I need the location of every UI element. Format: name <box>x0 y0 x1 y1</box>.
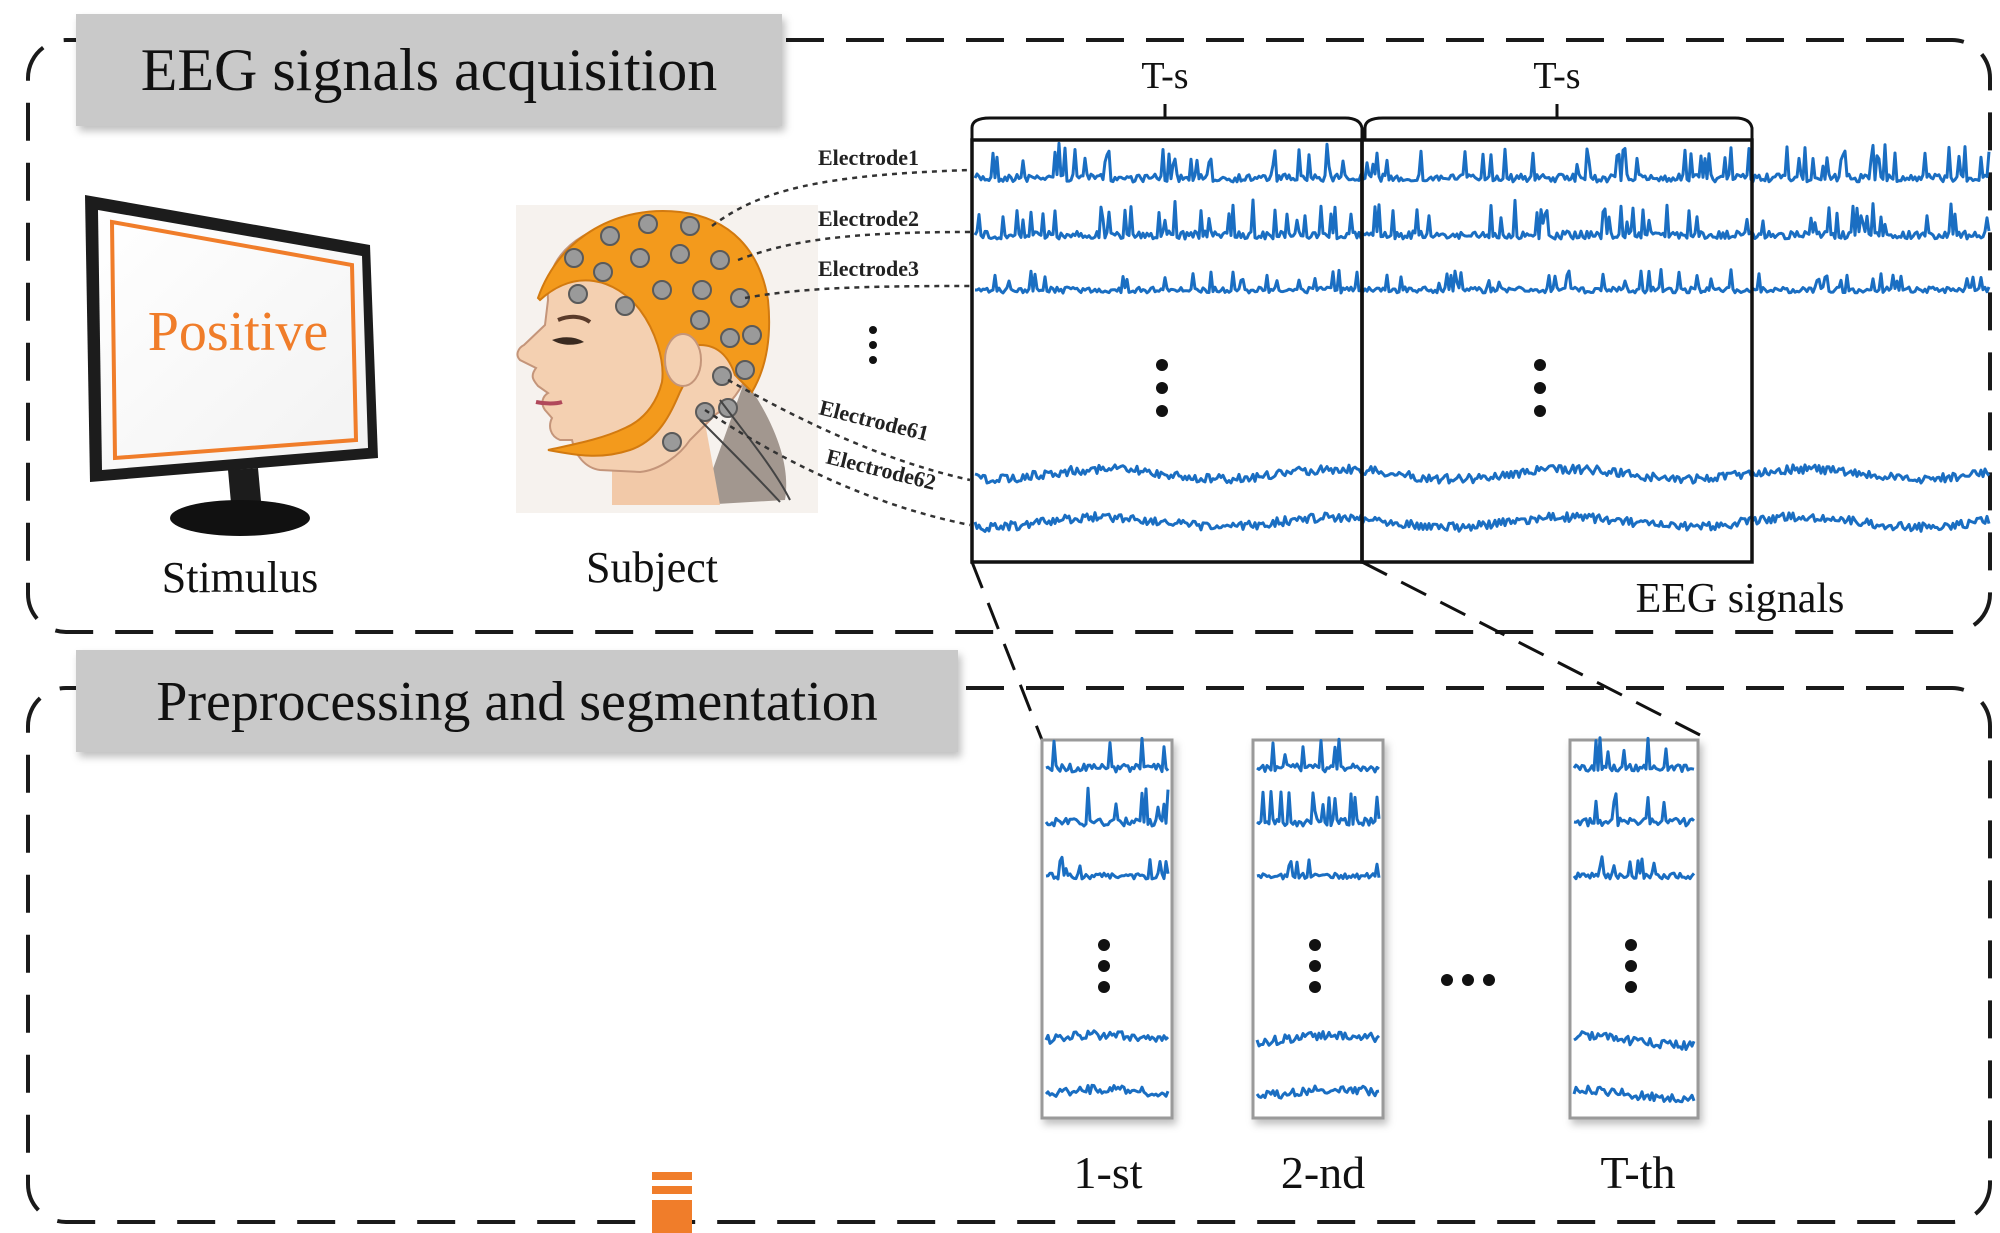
eeg-trace <box>974 463 1991 485</box>
stimulus-screen-text: Positive <box>148 301 328 363</box>
window-brace-1 <box>970 104 1364 140</box>
segmentation-title: Preprocessing and segmentation <box>156 671 878 733</box>
eeg-signals-label: EEG signals <box>1636 576 1845 622</box>
stimulus-label: Stimulus <box>162 553 319 602</box>
subject-head-icon <box>516 205 818 513</box>
segment-label-3: T-th <box>1601 1147 1676 1198</box>
horizontal-ellipsis-icon <box>1441 974 1495 986</box>
segment-panels <box>1040 736 1700 1120</box>
segment-panel-2 <box>1251 738 1385 1120</box>
eeg-trace <box>1572 1084 1696 1104</box>
eeg-trace <box>1045 855 1170 881</box>
monitor-icon: Positive <box>85 195 378 536</box>
electrode-label-1: Electrode1 <box>818 145 919 170</box>
acquisition-header: EEG signals acquisition <box>76 14 782 126</box>
eeg-trace <box>1573 792 1696 828</box>
signal-window-2 <box>1360 138 1754 564</box>
vertical-ellipsis-icon <box>1534 359 1546 417</box>
window-label-1: T-s <box>1141 55 1188 97</box>
bottom-marker <box>652 1172 692 1233</box>
eeg-trace <box>1044 1029 1170 1045</box>
eeg-trace <box>973 141 1991 184</box>
eeg-trace <box>975 268 1991 295</box>
electrode-connectors <box>704 168 971 527</box>
zoom-projection-lines <box>970 560 1701 741</box>
eeg-trace <box>1572 736 1695 773</box>
eeg-trace <box>1256 790 1381 828</box>
vertical-ellipsis-icon <box>1156 359 1168 417</box>
window-label-2: T-s <box>1533 55 1580 97</box>
electrode-label-3: Electrode3 <box>818 256 919 281</box>
eeg-trace <box>1044 786 1170 828</box>
eeg-trace <box>1573 1030 1696 1051</box>
acquisition-title: EEG signals acquisition <box>141 37 718 103</box>
eeg-trace <box>1256 737 1380 774</box>
eeg-trace <box>1255 1084 1380 1100</box>
segment-panel-3 <box>1568 738 1700 1120</box>
eeg-trace <box>1572 855 1696 881</box>
electrode-label-62: Electrode62 <box>824 444 939 495</box>
segment-label-2: 2-nd <box>1281 1147 1365 1198</box>
electrode-label-61: Electrode61 <box>817 395 932 446</box>
vertical-ellipsis-icon <box>1309 939 1321 993</box>
eeg-trace <box>1255 1030 1381 1048</box>
eeg-signal-area <box>973 141 1991 533</box>
electrode-label-2: Electrode2 <box>818 206 919 231</box>
segment-panel-1 <box>1040 738 1174 1120</box>
vertical-ellipsis-icon <box>1098 939 1110 993</box>
segmentation-header: Preprocessing and segmentation <box>76 650 958 752</box>
eeg-trace <box>1044 1083 1170 1098</box>
vertical-ellipsis-icon <box>1625 939 1637 993</box>
eeg-trace <box>973 511 1991 533</box>
vertical-ellipsis-icon <box>869 326 877 364</box>
signal-window-1 <box>970 138 1364 564</box>
subject-label: Subject <box>586 543 718 592</box>
segmentation-frame <box>26 686 1992 1224</box>
eeg-trace <box>973 198 1991 241</box>
eeg-trace <box>1045 736 1170 774</box>
window-brace-2 <box>1363 104 1754 140</box>
eeg-trace <box>1256 858 1381 881</box>
segment-label-1: 1-st <box>1074 1147 1143 1198</box>
